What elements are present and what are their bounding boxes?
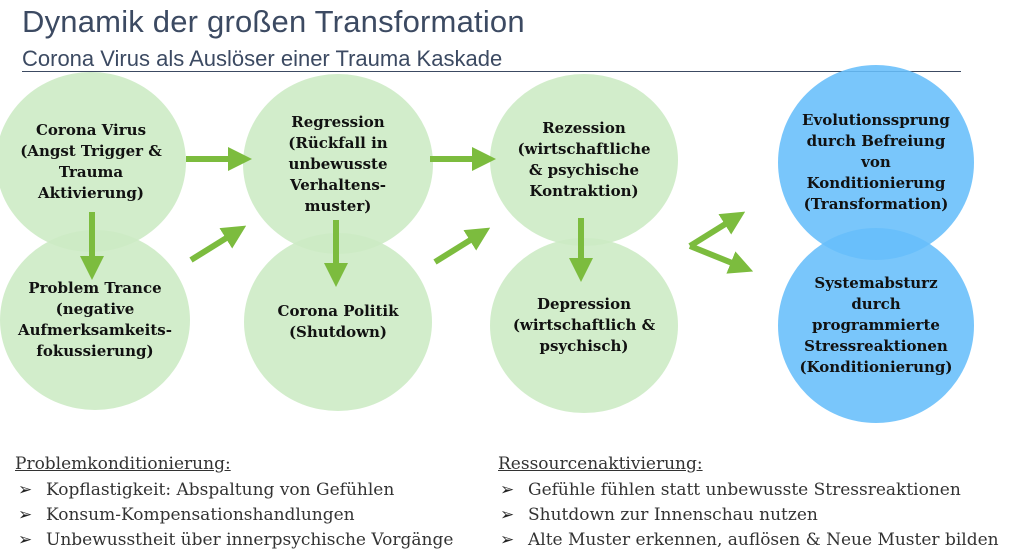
arrow-bullet-icon: ➢ [18,480,33,500]
arrow-bullet-icon: ➢ [18,505,33,525]
circle-depression: Depression (wirtschaftlich & psychisch) [490,238,678,413]
page-title: Dynamik der großen Transformation [22,4,525,39]
page-subtitle: Corona Virus als Auslöser einer Trauma K… [22,46,503,71]
resource-list: ➢Gefühle fühlen statt unbewusste Stressr… [497,478,999,553]
arrow-politik-to-rezession [433,227,491,265]
circle-problem-trance-label: Problem Trance (negative Aufmerksamkeits… [18,279,172,360]
circle-depression-label: Depression (wirtschaftlich & psychisch) [512,295,656,355]
circle-regression-label: Regression (Rückfall in unbewusste Verha… [288,112,388,215]
arrow-bullet-icon: ➢ [500,480,515,500]
circle-evolutionssprung-label: Evolutionssprung durch Befreiung von Kon… [802,111,950,213]
list-item: ➢Kopflastigkeit: Abspaltung von Gefühlen [15,478,453,503]
circle-rezession-label: Rezession (wirtschaftliche & psychische … [517,119,651,200]
circle-problem-trance: Problem Trance (negative Aufmerksamkeits… [0,230,190,410]
list-item: ➢Konsum-Kompensationshandlungen [15,503,453,528]
arrow-bullet-icon: ➢ [500,530,515,550]
circle-systemabsturz-label: Systemabsturz durch programmierte Stress… [799,274,953,376]
arrow-trance-to-regression [189,225,247,263]
list-item: ➢Alte Muster erkennen, auflösen & Neue M… [497,528,999,553]
arrow-to-systemabsturz [688,243,754,274]
problem-heading: Problemkonditionierung: [15,454,231,474]
arrow-bullet-icon: ➢ [18,530,33,550]
arrow-bullet-icon: ➢ [500,505,515,525]
circle-evolutionssprung: Evolutionssprung durch Befreiung von Kon… [778,65,974,260]
circle-corona-politik-label: Corona Politik (Shutdown) [277,302,399,341]
circle-rezession: Rezession (wirtschaftliche & psychische … [490,74,678,246]
resource-heading: Ressourcenaktivierung: [498,454,703,474]
circle-regression: Regression (Rückfall in unbewusste Verha… [243,74,433,254]
arrow-to-evolutionssprung [688,211,746,249]
title-underline [22,71,961,72]
list-item: ➢Shutdown zur Innenschau nutzen [497,503,999,528]
problem-list: ➢Kopflastigkeit: Abspaltung von Gefühlen… [15,478,453,553]
circle-systemabsturz: Systemabsturz durch programmierte Stress… [778,228,974,423]
circle-corona-virus: Corona Virus (Angst Trigger & Trauma Akt… [0,72,186,252]
circle-corona-virus-label: Corona Virus (Angst Trigger & Trauma Akt… [20,121,162,202]
list-item: ➢Unbewusstheit über innerpsychische Vorg… [15,528,453,553]
list-item: ➢Gefühle fühlen statt unbewusste Stressr… [497,478,999,503]
